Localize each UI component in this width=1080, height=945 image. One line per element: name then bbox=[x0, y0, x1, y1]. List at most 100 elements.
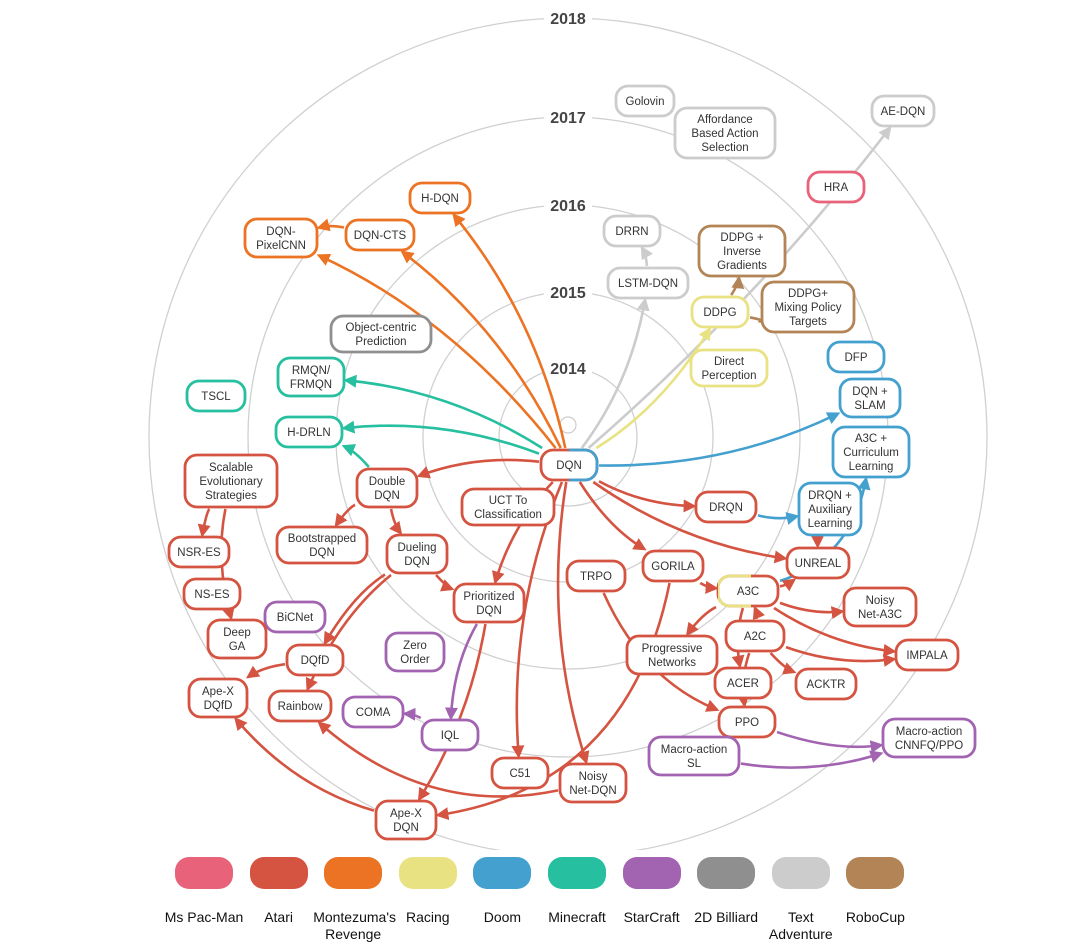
node-impala[interactable]: IMPALA bbox=[894, 638, 960, 672]
legend-label: RoboCup bbox=[845, 909, 905, 925]
node-trpo[interactable]: TRPO bbox=[565, 559, 627, 593]
node-hdqn[interactable]: H-DQN bbox=[408, 181, 472, 215]
node-drqn[interactable]: DRQN bbox=[694, 490, 758, 524]
node-label: COMA bbox=[356, 707, 391, 719]
node-dqfd[interactable]: DQfD bbox=[285, 643, 345, 677]
node-nses[interactable]: NS-ES bbox=[182, 577, 242, 611]
node-acktr[interactable]: ACKTR bbox=[794, 667, 858, 701]
node-nsres[interactable]: NSR-ES bbox=[167, 535, 231, 569]
legend-item-text: Text Adventure bbox=[761, 852, 841, 943]
node-a3c[interactable]: A3C bbox=[716, 574, 780, 608]
edge-dqn-to-lstmdqn bbox=[580, 297, 650, 449]
node-bicnet[interactable]: BiCNet bbox=[263, 600, 327, 634]
edge-doubledqn-to-dueling bbox=[389, 508, 403, 536]
node-gorila[interactable]: GORILA bbox=[641, 549, 705, 583]
node-dqncts[interactable]: DQN-CTS bbox=[344, 218, 416, 252]
node-label: TSCL bbox=[201, 391, 231, 403]
node-rainbow[interactable]: Rainbow bbox=[267, 689, 333, 723]
legend-item-atari: Atari bbox=[239, 852, 319, 926]
edges bbox=[197, 125, 897, 821]
edge-dqn-to-dqnslam bbox=[598, 412, 841, 467]
edge-ddpg-to-ddpgmix bbox=[749, 312, 772, 325]
year-label: 2014 bbox=[550, 361, 586, 378]
node-coma[interactable]: COMA bbox=[341, 695, 405, 729]
node-unreal[interactable]: UNREAL bbox=[785, 546, 851, 580]
edge-dqn-to-hdqn bbox=[452, 212, 567, 449]
node-dqnslam[interactable]: DQN +SLAM bbox=[838, 377, 902, 419]
node-a2c[interactable]: A2C bbox=[724, 619, 786, 653]
node-label: DQN-CTS bbox=[354, 230, 407, 242]
node-label: NSR-ES bbox=[177, 547, 221, 559]
edge-a3c-to-progressive bbox=[685, 605, 717, 637]
node-label: DQN +SLAM bbox=[852, 386, 888, 412]
edge-scalable-to-nsres bbox=[197, 508, 211, 538]
node-hra[interactable]: HRA bbox=[806, 170, 866, 204]
edge-doubledqn-to-bootstrapped bbox=[334, 503, 356, 528]
node-label: TRPO bbox=[580, 571, 612, 583]
node-drrn[interactable]: DRRN bbox=[602, 214, 662, 248]
legend-label: Doom bbox=[483, 909, 522, 925]
node-acer[interactable]: ACER bbox=[713, 666, 773, 700]
node-label: H-DQN bbox=[421, 193, 459, 205]
node-label: AE-DQN bbox=[881, 106, 926, 118]
node-iql[interactable]: IQL bbox=[420, 718, 480, 752]
legend-label: Atari bbox=[264, 909, 293, 925]
edge-a2c-to-acktr bbox=[769, 652, 797, 675]
node-label: RMQN/FRMQN bbox=[290, 365, 332, 391]
node-dqn[interactable]: DQN bbox=[539, 448, 599, 482]
edge-dqn-to-noisydqn bbox=[556, 481, 590, 765]
edge-prioritized-to-apexdqn bbox=[417, 623, 487, 802]
node-dfp[interactable]: DFP bbox=[826, 340, 886, 374]
edge-dqn-to-hdrln bbox=[341, 420, 540, 455]
node-tscl[interactable]: TSCL bbox=[185, 379, 247, 413]
node-lstmdqn[interactable]: LSTM-DQN bbox=[606, 266, 690, 300]
node-label: DRQN bbox=[709, 502, 743, 514]
edge-apexdqn-to-apexdqfd bbox=[234, 717, 375, 812]
node-ddpg[interactable]: DDPG bbox=[690, 295, 750, 329]
node-dqnpixel[interactable]: DQN-PixelCNN bbox=[243, 217, 319, 259]
legend-label: Racing bbox=[406, 909, 450, 925]
node-golovin[interactable]: Golovin bbox=[614, 84, 676, 118]
node-ppo[interactable]: PPO bbox=[717, 705, 777, 739]
node-aedqn[interactable]: AE-DQN bbox=[870, 94, 936, 128]
node-label: DDPG bbox=[703, 307, 736, 319]
node-hdrln[interactable]: H-DRLN bbox=[274, 415, 344, 449]
node-rmqn[interactable]: RMQN/FRMQN bbox=[276, 356, 346, 398]
node-c51[interactable]: C51 bbox=[490, 756, 550, 790]
